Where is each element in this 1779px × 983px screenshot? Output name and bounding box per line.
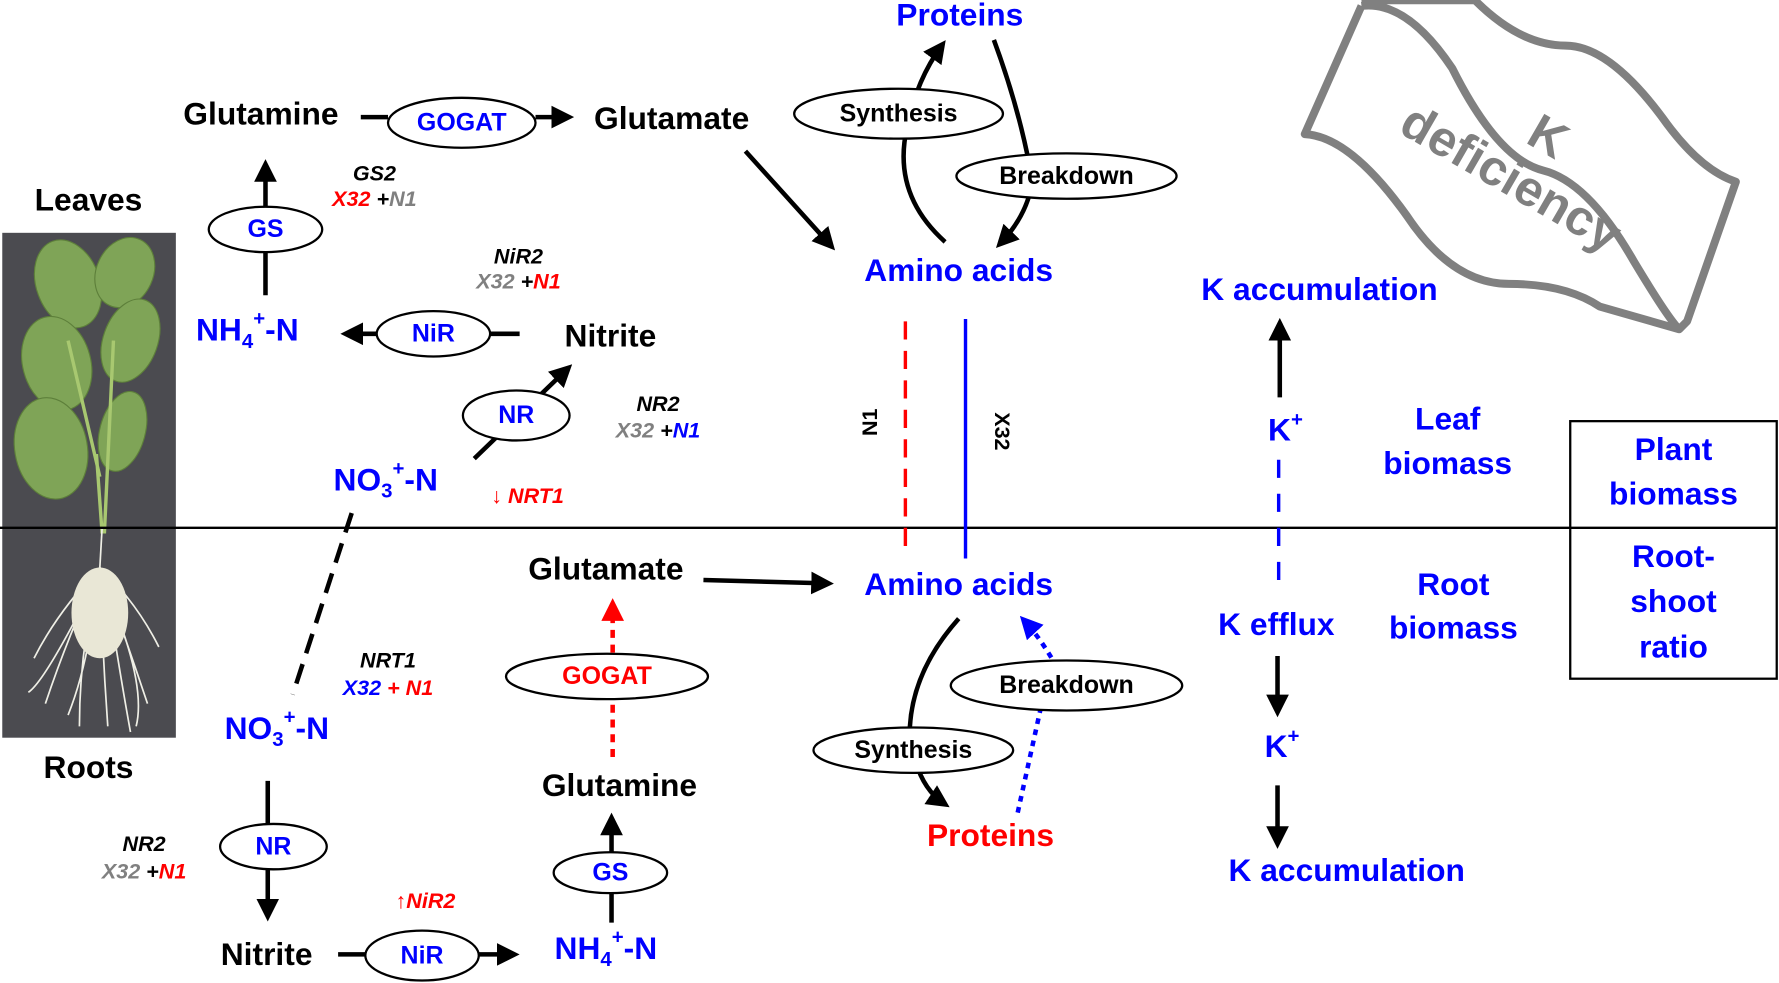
root-breakdown-label: Breakdown	[999, 671, 1134, 699]
leaf-proteins: Proteins	[896, 0, 1023, 33]
nr2-gene-root: NR2	[123, 831, 166, 856]
arrow	[743, 149, 836, 251]
leaf-amino-acids: Amino acids	[864, 252, 1053, 288]
root-biomass-2: biomass	[1389, 609, 1518, 645]
k-accumulation-leaf: K accumulation	[1201, 271, 1437, 307]
k-plus-leaf: K+	[1268, 410, 1303, 448]
root-synthesis-label: Synthesis	[854, 736, 972, 764]
nrt1-expression: X32 + N1	[342, 675, 433, 700]
root-nitrite: Nitrite	[221, 936, 313, 972]
plant-biomass-1: Plant	[1635, 431, 1713, 467]
leaf-synthesis-label: Synthesis	[840, 99, 958, 127]
leaf-synthesis-node	[793, 87, 1005, 140]
nrt1-gene: NRT1	[360, 647, 416, 672]
root-glutamine: Glutamine	[542, 767, 697, 803]
leaf-biomass-1: Leaf	[1415, 401, 1481, 437]
nitrate-transport-line	[290, 512, 354, 696]
roots-label: Roots	[44, 749, 134, 785]
leaf-nitrite: Nitrite	[565, 318, 657, 354]
leaf-breakdown-node	[955, 152, 1178, 200]
nir2-expression: X32 +N1	[475, 268, 560, 293]
nrt1-down: ↓ NRT1	[491, 483, 564, 508]
synthesis-arrow-leaf	[901, 40, 947, 244]
breakdown-arrow-leaf	[991, 39, 1035, 248]
root-gs-label: GS	[592, 858, 628, 886]
leaf-no3-n: NO3+-N	[334, 458, 438, 503]
leaf-nir-label: NiR	[412, 320, 455, 348]
k-efflux: K efflux	[1218, 606, 1335, 642]
nir2-up: ↑NiR2	[396, 888, 456, 913]
plant-photo	[2, 232, 176, 738]
k-plus-root: K+	[1265, 726, 1300, 764]
nr2-gene-leaf: NR2	[636, 391, 679, 416]
gs2-expression: X32 +N1	[331, 186, 416, 211]
leaves-illustration	[13, 236, 161, 534]
breakdown-dotted-arrow-root	[1015, 615, 1055, 814]
root-shoot-ratio-1: Root-	[1632, 538, 1715, 574]
root-shoot-ratio-2: shoot	[1630, 583, 1717, 619]
root-glutamate: Glutamate	[528, 550, 683, 586]
root-nir-label: NiR	[401, 941, 444, 969]
nr2-expression-root: X32 +N1	[101, 858, 186, 883]
leaf-gs-label: GS	[247, 215, 283, 243]
root-gogat-label: GOGAT	[562, 662, 652, 690]
leaf-gogat-label: GOGAT	[417, 108, 507, 136]
leaf-nh4-n: NH4+-N	[196, 309, 299, 354]
root-breakdown-node	[949, 659, 1184, 712]
root-no3-n: NO3+-N	[225, 707, 329, 752]
leaf-gogat-enzyme	[386, 96, 537, 149]
root-shoot-ratio-3: ratio	[1639, 629, 1708, 665]
leaf-nr-enzyme	[461, 389, 571, 442]
leaves-label: Leaves	[35, 182, 143, 218]
arrow	[703, 571, 834, 595]
x32-label: X32	[990, 412, 1015, 450]
root-nr-enzyme	[218, 822, 328, 871]
biomass-box	[1569, 420, 1778, 680]
gs2-gene: GS2	[353, 161, 396, 186]
nir2-gene: NiR2	[494, 243, 543, 268]
leaf-glutamine: Glutamine	[183, 95, 338, 131]
nr2-expression-leaf: X32 +N1	[615, 417, 700, 442]
k-accumulation-root: K accumulation	[1229, 852, 1465, 888]
leaf-glutamate: Glutamate	[594, 100, 749, 136]
leaf-biomass-2: biomass	[1383, 445, 1512, 481]
leaf-nr-label: NR	[498, 401, 534, 429]
root-proteins: Proteins	[927, 817, 1054, 853]
root-amino-acids: Amino acids	[864, 566, 1053, 602]
root-biomass-1: Root	[1417, 566, 1490, 602]
root-gogat-enzyme	[504, 652, 710, 701]
synthesis-arrow-root	[907, 617, 961, 808]
root-nh4-n: NH4+-N	[555, 927, 658, 972]
roots-illustration	[27, 527, 160, 733]
n1-label: N1	[857, 409, 882, 437]
root-synthesis-node	[812, 726, 1015, 775]
root-nr-label: NR	[255, 832, 291, 860]
plant-biomass-2: biomass	[1609, 475, 1738, 511]
leaf-breakdown-label: Breakdown	[999, 162, 1134, 190]
